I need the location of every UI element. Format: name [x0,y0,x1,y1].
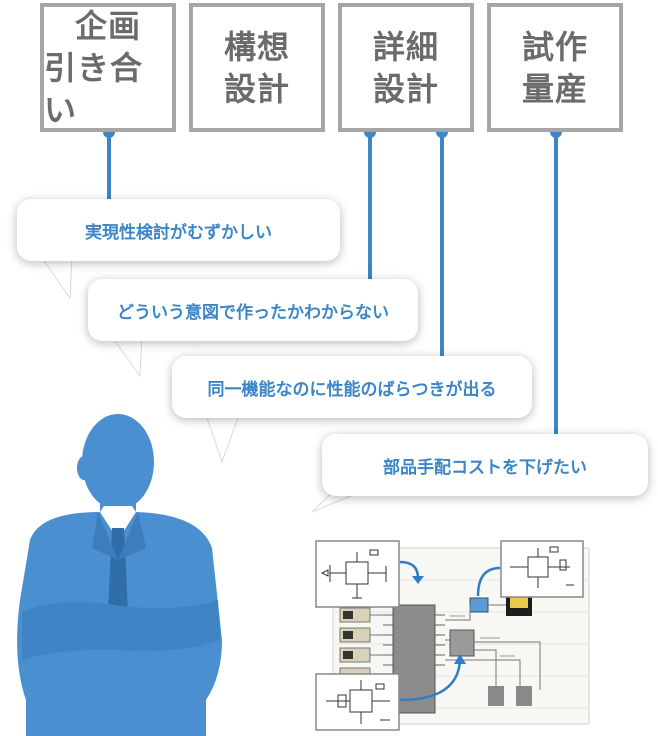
phase-box-detail-design: 詳細 設計 [338,3,474,132]
phase-label-line1: 企画 [74,6,141,45]
silhouette-arms [22,600,220,660]
bubble-text: 実現性検討がむずかしい [85,222,272,243]
bubble-text: 部品手配コストを下げたい [383,457,587,478]
speech-bubble-3: 同一機能なのに性能のばらつきが出る [172,356,532,418]
schematic-arrow-1 [399,560,420,579]
phase-label-line1: 詳細 [372,27,439,66]
bubble-text: どういう意図で作ったかわからない [117,302,389,323]
silhouette-head [82,414,154,510]
speech-bubble-1: 実現性検討がむずかしい [17,199,340,261]
phase-box-prototype-production: 試作 量産 [487,3,623,132]
schematic-main-ic [392,604,436,714]
bubble-text: 同一機能なのに性能のばらつきが出る [207,379,497,400]
speech-bubble-4: 部品手配コストを下げたい [322,434,648,496]
phase-label-line2: 引き合い [44,48,144,129]
schematic-zoom-card-top-right [500,540,584,598]
phase-label-line1: 試作 [521,27,588,66]
phase-label-line1: 構想 [223,27,290,66]
speech-bubble-2: どういう意図で作ったかわからない [88,279,418,341]
schematic-zoom-card-bottom-left [315,673,400,731]
phase-label-line2: 設計 [223,69,290,108]
phase-label-line2: 量産 [521,69,588,108]
phase-box-planning: 企画 引き合い [40,3,176,132]
schematic-arrow-3 [399,659,462,702]
phase-label-line2: 設計 [372,69,439,108]
phase-box-concept-design: 構想 設計 [189,3,325,132]
schematic-arrow-2 [476,566,501,597]
